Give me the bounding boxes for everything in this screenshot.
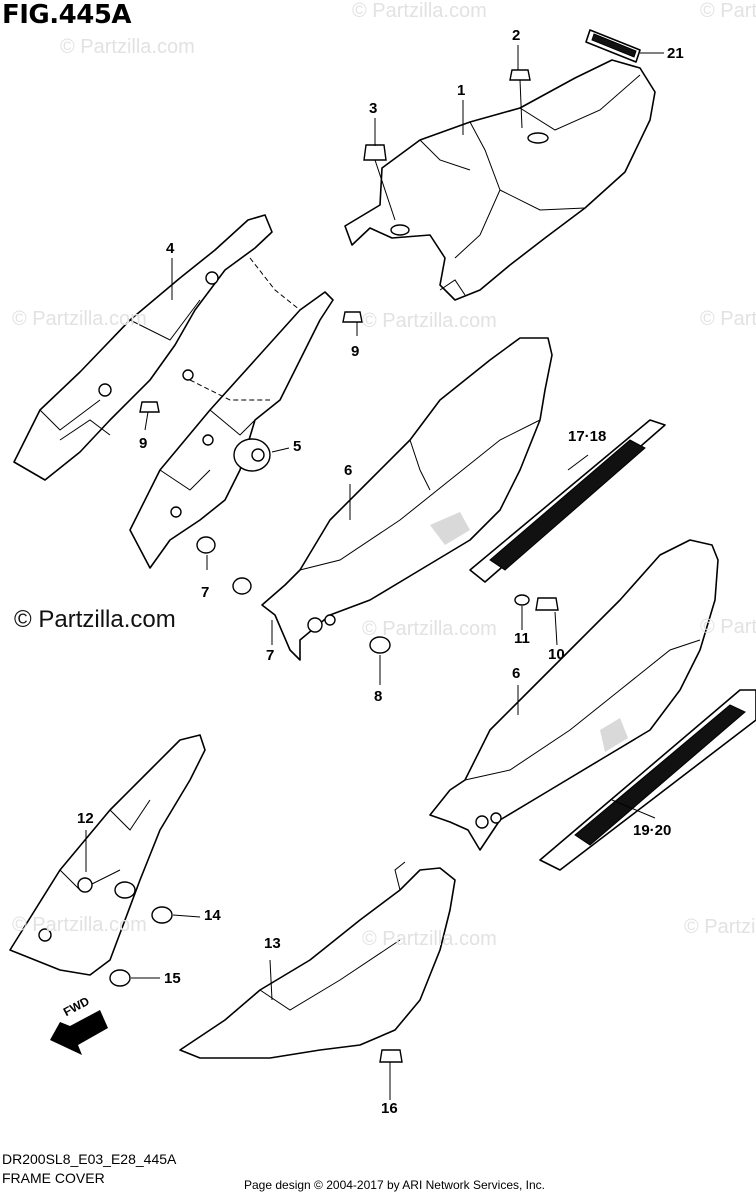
callout-12[interactable]: 12 xyxy=(77,810,94,827)
screw-2[interactable] xyxy=(509,69,531,129)
callout-9-a[interactable]: 9 xyxy=(351,343,360,360)
decal-19-20[interactable] xyxy=(539,689,756,871)
screw-3[interactable] xyxy=(363,144,396,221)
figure-title: FIG.445A xyxy=(2,0,132,30)
page-footer: Page design © 2004-2017 by ARI Network S… xyxy=(244,1178,546,1192)
callout-4[interactable]: 4 xyxy=(166,240,175,257)
callout-7-a[interactable]: 7 xyxy=(201,584,210,601)
watermark: © Partzilla.com xyxy=(60,36,195,58)
callout-21[interactable]: 21 xyxy=(667,45,684,62)
grommet-14[interactable] xyxy=(151,906,173,924)
frame-cover-bracket-5[interactable] xyxy=(129,257,334,569)
callout-10[interactable]: 10 xyxy=(548,646,565,663)
watermark: © Partzilla.com xyxy=(700,0,756,22)
watermark: © Partzilla.com xyxy=(352,0,487,22)
diagram-caption: FRAME COVER xyxy=(2,1170,105,1186)
rear-fender-cover[interactable] xyxy=(344,59,656,301)
side-cover-13[interactable] xyxy=(179,861,456,1059)
callout-6-upper[interactable]: 6 xyxy=(344,462,353,479)
callout-6-lower[interactable]: 6 xyxy=(512,665,521,682)
callout-19-20[interactable]: 19·20 xyxy=(633,822,672,839)
callout-7-b[interactable]: 7 xyxy=(266,647,275,664)
watermark: © Partzilla.com xyxy=(700,616,756,638)
callout-11[interactable]: 11 xyxy=(514,630,530,647)
grommet-15[interactable] xyxy=(109,969,131,987)
callout-3[interactable]: 3 xyxy=(369,100,378,117)
grommet-8[interactable] xyxy=(369,636,391,654)
callout-9-b[interactable]: 9 xyxy=(139,435,148,452)
callout-8[interactable]: 8 xyxy=(374,688,383,705)
callout-14[interactable]: 14 xyxy=(204,907,221,924)
decal-17-18[interactable] xyxy=(469,419,666,583)
side-cover-6-lower[interactable] xyxy=(429,539,719,851)
watermark: © Partzilla.com xyxy=(12,308,147,330)
watermark: © Partzilla.com xyxy=(12,914,147,936)
callout-15[interactable]: 15 xyxy=(164,970,181,987)
grommet-7-b[interactable] xyxy=(232,577,252,595)
bolt-9-b[interactable] xyxy=(139,401,160,413)
callout-17-18[interactable]: 17·18 xyxy=(568,428,607,445)
callout-13[interactable]: 13 xyxy=(264,935,281,952)
watermark: © Partzilla.com xyxy=(362,310,497,332)
frame-cover-upper-4[interactable] xyxy=(13,214,273,481)
callout-1[interactable]: 1 xyxy=(457,82,466,99)
callout-5[interactable]: 5 xyxy=(293,438,302,455)
callout-2[interactable]: 2 xyxy=(512,27,521,44)
washer-11[interactable] xyxy=(514,594,530,606)
watermark: © Partzilla.com xyxy=(362,618,497,640)
fwd-arrow-icon xyxy=(50,1010,108,1055)
grommet-7-a[interactable] xyxy=(196,536,216,554)
bolt-9-a[interactable] xyxy=(342,311,363,323)
watermark: © Partzilla.com xyxy=(362,928,497,950)
watermark: © Partzilla.com xyxy=(700,308,756,330)
callout-16[interactable]: 16 xyxy=(381,1100,398,1117)
frame-cover-12[interactable] xyxy=(9,734,206,976)
decal-21[interactable] xyxy=(585,29,641,63)
bolt-10[interactable] xyxy=(535,597,559,611)
watermark: © Partzilla.com xyxy=(684,916,756,938)
bolt-16[interactable] xyxy=(379,1049,403,1063)
diagram-code: DR200SL8_E03_E28_445A xyxy=(2,1151,177,1167)
leader-lines xyxy=(85,45,664,1100)
partzilla-watermark: © Partzilla.com xyxy=(14,606,176,633)
side-cover-6-upper[interactable] xyxy=(261,337,553,661)
